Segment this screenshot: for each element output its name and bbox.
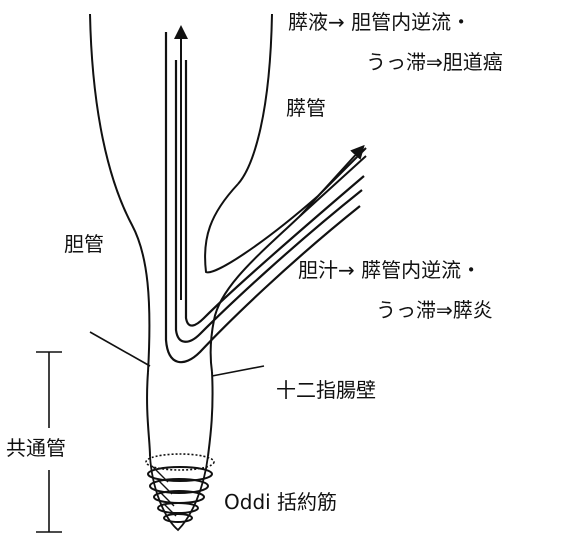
- bile-duct-label: 胆管: [64, 232, 104, 256]
- flow-channel-third-line: [186, 60, 364, 326]
- oddi-sphincter-label: Oddi 括約筋: [224, 490, 337, 514]
- pancreatic-duct-label: 膵管: [286, 96, 326, 120]
- common-channel-left-wall: [147, 372, 150, 456]
- duodenal-wall-left-pointer: [90, 332, 150, 366]
- flow-channel-outer-line: [166, 32, 360, 362]
- bile-reflux-label-line1: 胆汁→ 膵管内逆流・: [298, 258, 481, 282]
- common-channel-right-wall: [208, 372, 213, 456]
- common-channel-label: 共通管: [6, 436, 66, 460]
- bile-reflux-label-line2: うっ滞⇒膵炎: [376, 298, 493, 322]
- bile-duct-left-wall: [90, 14, 149, 372]
- duodenal-wall-right-pointer: [212, 366, 264, 376]
- pancreatic-juice-reflux-label-line1: 膵液→ 胆管内逆流・: [288, 10, 471, 34]
- bile-duct-right-wall: [238, 14, 272, 184]
- pancreatic-juice-reflux-label-line2: うっ滞⇒胆道癌: [366, 50, 503, 74]
- duodenal-wall-label: 十二指腸壁: [276, 378, 376, 402]
